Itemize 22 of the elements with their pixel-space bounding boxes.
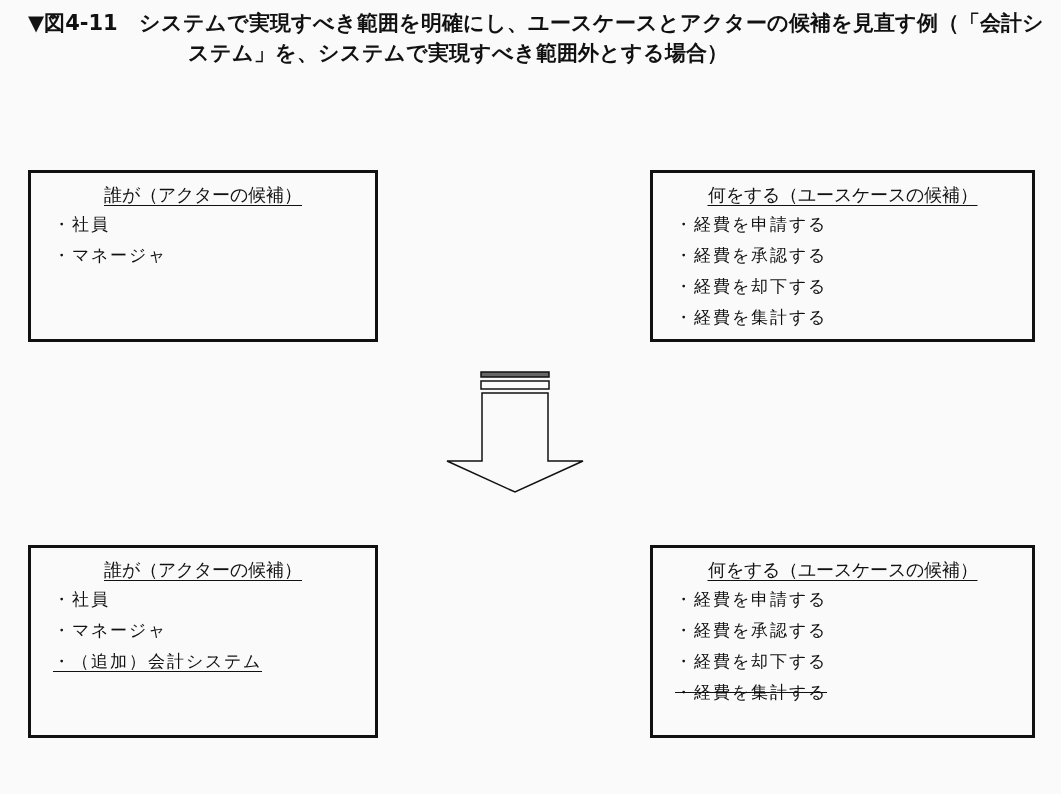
text-box — [28, 170, 378, 342]
list-item: ・社員 — [53, 588, 110, 611]
box-heading: 誰が（アクターの候補） — [104, 184, 302, 205]
list-item: ・マネージャ — [53, 244, 167, 267]
list-item: ・経費を申請する — [675, 213, 827, 236]
list-item: ・経費を却下する — [675, 650, 827, 673]
list-item: ・経費を集計する — [675, 681, 827, 704]
box-heading: 何をする（ユースケースの候補） — [707, 184, 978, 205]
list-item: ・経費を承認する — [675, 619, 827, 642]
list-item: ・マネージャ — [53, 619, 167, 642]
list-item: ・社員 — [53, 213, 110, 236]
box-heading: 何をする（ユースケースの候補） — [707, 559, 978, 580]
text-box — [650, 545, 1035, 738]
list-item: ・経費を承認する — [675, 244, 827, 267]
list-item: ・経費を申請する — [675, 588, 827, 611]
text-box — [650, 170, 1035, 342]
box-heading: 誰が（アクターの候補） — [104, 559, 302, 580]
list-item: ・経費を却下する — [675, 275, 827, 298]
text-box — [28, 545, 378, 738]
list-item: ・経費を集計する — [675, 306, 827, 329]
list-item: ・（追加）会計システム — [53, 650, 262, 673]
figure-title: ▼図4-11 システムで実現すべき範囲を明確にし、ユースケースとアクターの候補を見直す例（「会計システム」を、システムで実現すべき範囲外とする場合） — [28, 10, 1045, 67]
